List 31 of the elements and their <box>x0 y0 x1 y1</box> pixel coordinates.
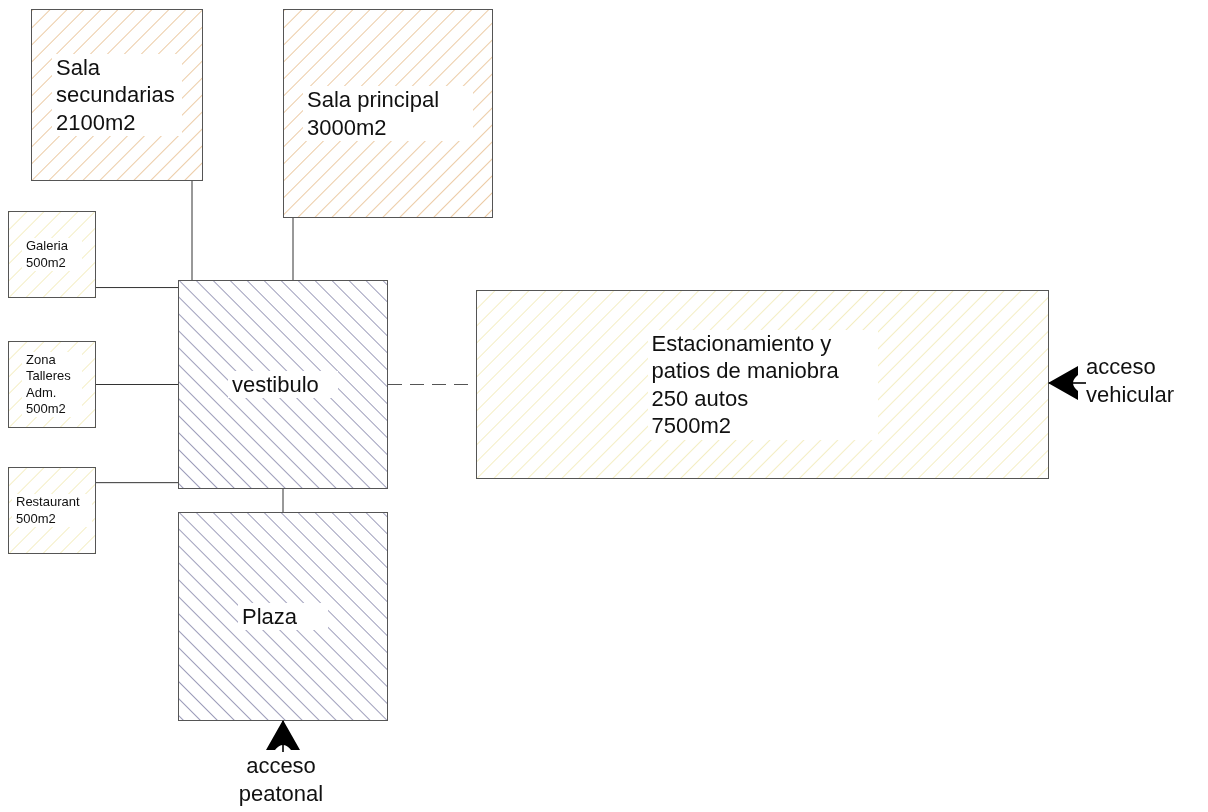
connector-line <box>95 384 179 385</box>
room-box <box>178 512 388 721</box>
area-label: Estacionamiento y patios de maniobra <box>651 329 840 385</box>
area-label: Sala secundarias <box>56 53 176 109</box>
area-label: 500m2 <box>16 510 57 527</box>
room-box <box>8 211 96 298</box>
area-label: Sala principal <box>307 86 441 114</box>
connector-line <box>191 180 193 281</box>
area-label: 2100m2 <box>56 108 137 137</box>
room-box <box>283 9 493 218</box>
room-box <box>31 9 203 181</box>
room-box <box>8 467 96 554</box>
area-label: 500m2 <box>26 400 67 417</box>
connector-line <box>292 217 294 281</box>
room-box <box>8 341 96 428</box>
area-label: Plaza <box>242 602 299 631</box>
connector-line <box>95 482 179 484</box>
connector-line <box>95 287 179 289</box>
room-box <box>178 280 388 489</box>
area-label: Restaurant <box>16 494 81 511</box>
area-label: 7500m2 <box>651 412 732 440</box>
area-label: 500m2 <box>26 254 67 271</box>
area-label: acceso vehicular <box>1086 353 1176 408</box>
area-label: acceso peatonal <box>237 752 325 807</box>
area-label: 3000m2 <box>307 113 388 141</box>
area-label: 250 autos <box>651 384 750 412</box>
room-box <box>476 290 1049 479</box>
area-label: vestibulo <box>232 370 320 399</box>
area-label: Zona Talleres Adm. <box>26 352 72 401</box>
connector-line <box>282 488 284 513</box>
area-label: Galeria <box>26 238 69 255</box>
